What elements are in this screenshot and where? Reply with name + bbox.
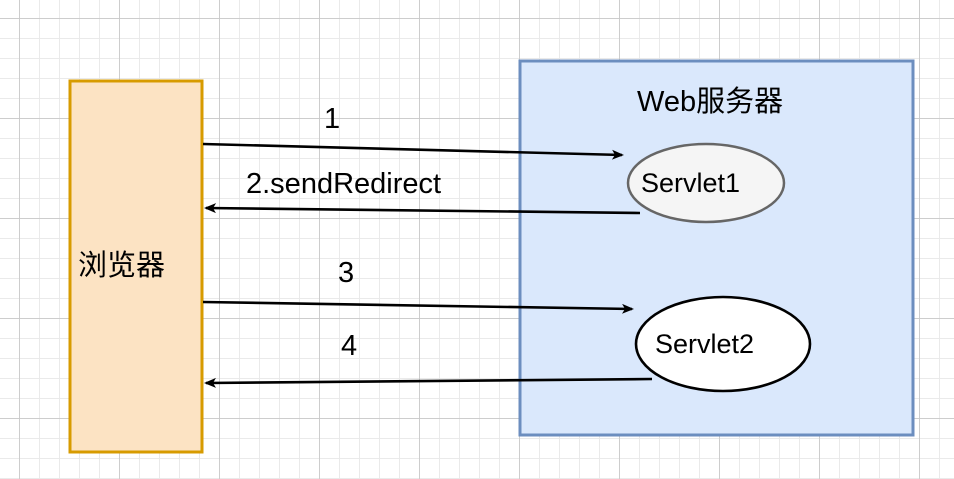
servlet2-node[interactable]: [634, 295, 812, 393]
arrow-4-line: [204, 377, 653, 388]
servlet1-label: Servlet1: [641, 168, 741, 198]
arrow-3-line: [202, 300, 634, 314]
edge-1-label: 1: [324, 103, 341, 135]
web-server-label: Web服务器: [637, 86, 784, 118]
arrow-1-line: [202, 142, 624, 160]
browser-label: 浏览器: [78, 250, 166, 282]
arrow-2-line: [204, 203, 641, 215]
servlet2-label: Servlet2: [655, 329, 755, 359]
browser-box[interactable]: [68, 79, 204, 454]
edge-3-label: 3: [338, 257, 355, 289]
edge-4-label: 4: [341, 330, 358, 362]
edge-2-label: 2.sendRedirect: [246, 168, 442, 200]
servlet1-node[interactable]: [626, 142, 786, 224]
